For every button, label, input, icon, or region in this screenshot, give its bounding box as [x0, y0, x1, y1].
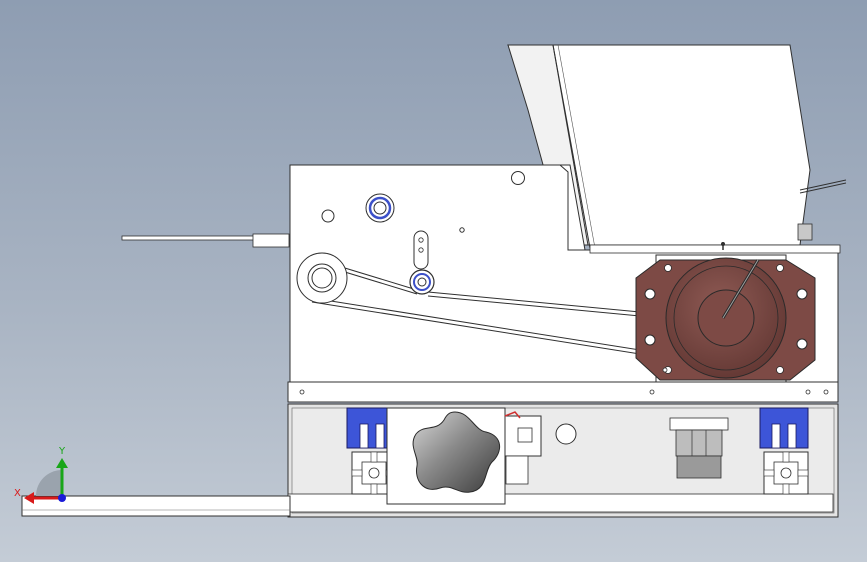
left-pulley[interactable]: [296, 252, 348, 304]
idler-pulley[interactable]: [409, 269, 435, 295]
knob-bracket: [386, 407, 542, 505]
base-plate[interactable]: [287, 367, 839, 403]
base-rail[interactable]: [21, 495, 291, 517]
coordinate-triad: Y X: [14, 446, 68, 504]
hopper-lever[interactable]: [797, 179, 847, 241]
y-axis-arrowhead-icon: [56, 458, 68, 468]
x-axis-label: X: [14, 488, 21, 499]
bearing[interactable]: [365, 193, 395, 223]
motor[interactable]: [635, 254, 816, 386]
plate-holes: [321, 171, 525, 233]
feed-rod[interactable]: [121, 233, 290, 248]
round-port: [555, 423, 577, 445]
z-axis-dot-icon: [58, 494, 66, 502]
y-axis-label: Y: [58, 446, 66, 457]
right-clamp[interactable]: [759, 407, 809, 449]
connector-fitting[interactable]: [669, 417, 729, 479]
star-knob[interactable]: [412, 411, 500, 493]
right-extrusion-profile[interactable]: [763, 451, 809, 495]
tensioner-slot[interactable]: [413, 230, 429, 270]
x-axis-arrowhead-icon: [24, 492, 34, 504]
drive-belt[interactable]: [311, 257, 641, 355]
triad-plane-icon: [36, 470, 62, 496]
